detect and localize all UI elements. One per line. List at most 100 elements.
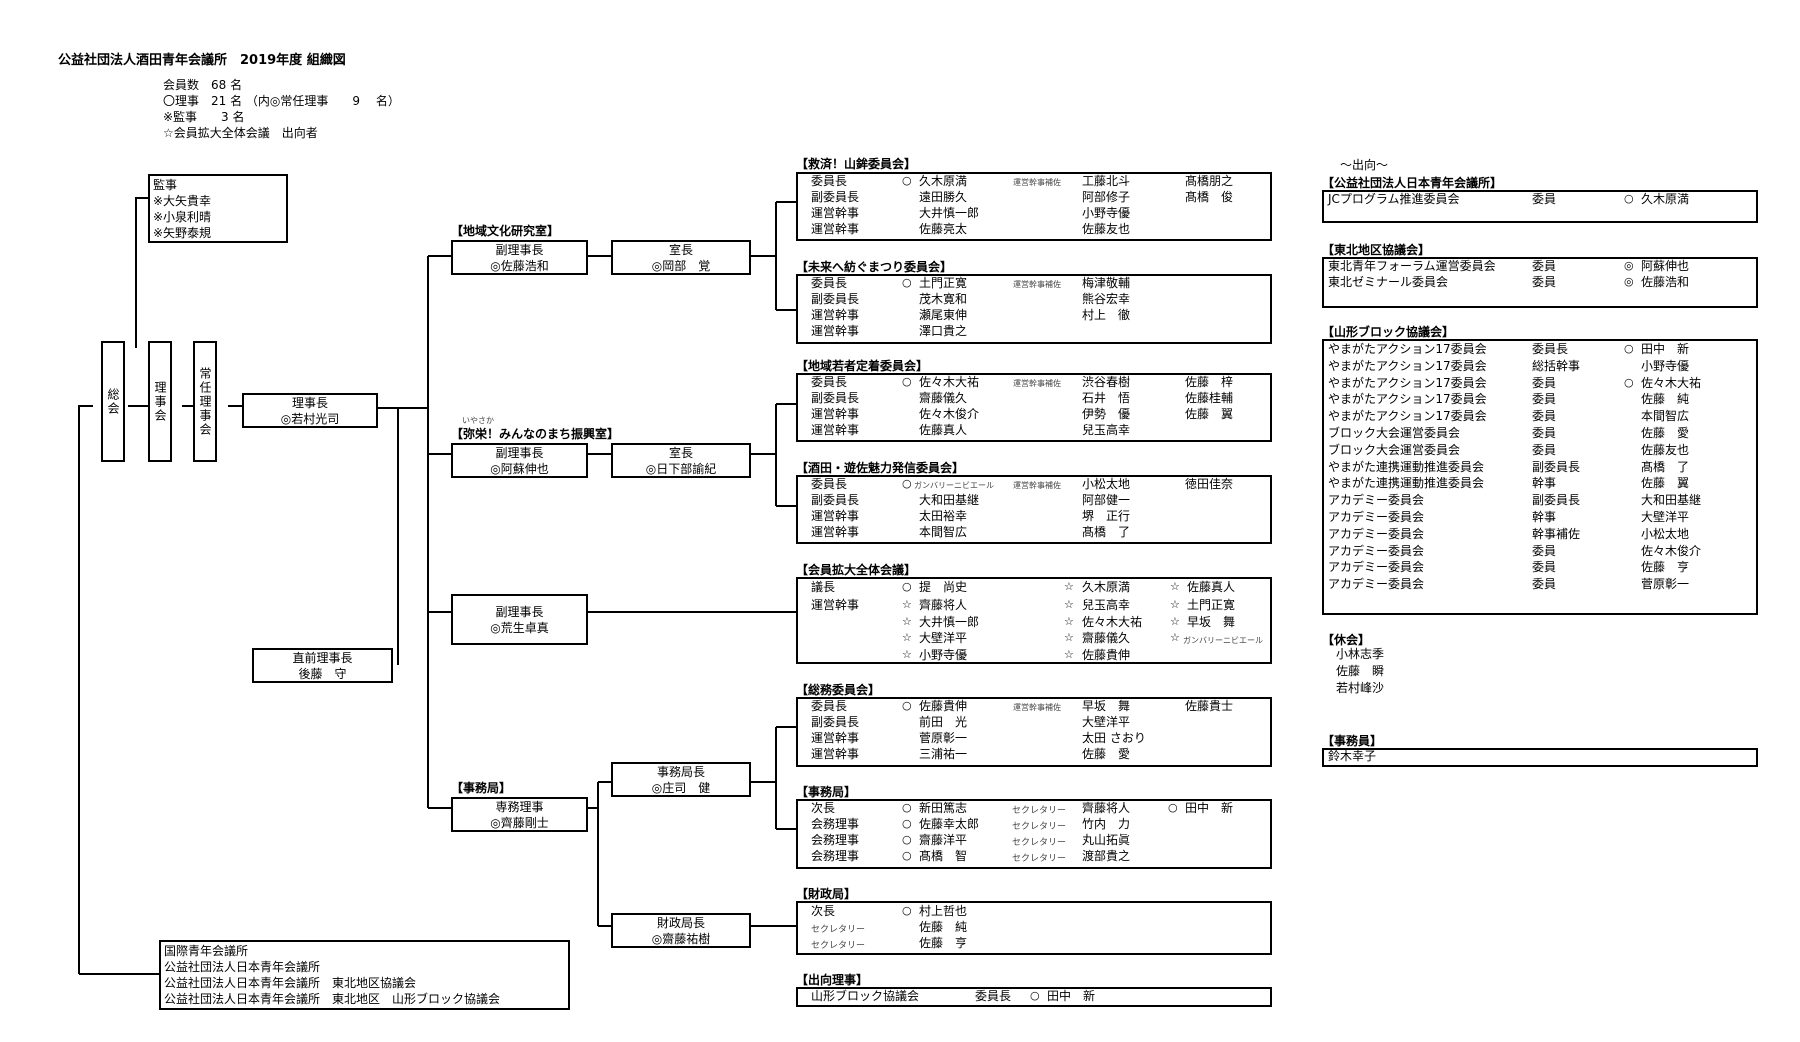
yamagata-committee: ブロック大会運営委員会 — [1328, 426, 1461, 440]
star-mark: ☆ — [902, 615, 912, 628]
yamagata-name: 髙橋 了 — [1641, 459, 1690, 474]
c2-role: 副委員長 — [811, 292, 860, 306]
yamagata-role: 委員 — [1532, 392, 1557, 407]
finance-chief-name: ◎齋藤祐樹 — [651, 931, 711, 946]
c7-name: 佐藤幸太郎 — [919, 817, 980, 831]
c6-member: 太田 さおり — [1082, 731, 1146, 745]
c9-role: 委員長 — [975, 989, 1012, 1003]
c5-header: 【会員拡大全体会議】 — [796, 563, 917, 577]
director-mark: ○ — [1030, 989, 1040, 1002]
c7-member: 竹内 力 — [1082, 817, 1131, 831]
director-mark: ○ — [902, 817, 912, 830]
c7-header: 【事務局】 — [796, 785, 857, 799]
lab2-header: 【弥栄！みんなのまち振興室】 — [451, 427, 620, 441]
c8-role: 次長 — [811, 904, 836, 918]
c7-sec-label: セクレタリー — [1012, 838, 1067, 848]
star-mark: ☆ — [1170, 598, 1180, 611]
yamagata-role: 委員 — [1532, 426, 1557, 440]
c3-role: 委員長 — [811, 375, 848, 389]
auditor-name: ※矢野泰規 — [153, 226, 212, 240]
yamagata-name: 田中 新 — [1641, 342, 1690, 356]
c5-member: 佐々木大祐 — [1082, 615, 1143, 629]
c7-member: 齊藤将人 — [1082, 801, 1131, 815]
director-mark: ○ — [902, 375, 912, 388]
c2-header: 【未来へ紡ぐまつり委員会】 — [796, 260, 953, 274]
c5-box — [796, 577, 1272, 664]
tohoku-name: 阿蘇伸也 — [1641, 259, 1690, 273]
yamagata-committee: アカデミー委員会 — [1328, 510, 1425, 524]
c1-name: 大井慎一郎 — [919, 206, 980, 220]
c4-role: 運営幹事 — [811, 525, 860, 539]
lab1-header: 【地域文化研究室】 — [451, 224, 560, 238]
c1-role: 委員長 — [811, 174, 848, 188]
c4-name: 太田裕幸 — [919, 509, 968, 523]
lab1-vp-title: 副理事長 — [495, 242, 544, 257]
tohoku-committee: 東北青年フォーラム運営委員会 — [1328, 259, 1496, 273]
c6-role: 運営幹事 — [811, 747, 860, 761]
office-chief-name: ◎庄司 健 — [651, 780, 711, 795]
lab1-vp-name: ◎佐藤浩和 — [490, 258, 549, 273]
c6-member: 早坂 舞 — [1082, 699, 1131, 713]
c1-name: 久木原満 — [919, 174, 968, 188]
c5-role: 運営幹事 — [811, 598, 860, 612]
yamagata-committee: やまがたアクション17委員会 — [1328, 375, 1487, 390]
yamagata-committee: やまがたアクション17委員会 — [1328, 409, 1487, 424]
yamagata-mark: ○ — [1624, 375, 1634, 389]
jc-committee: JCプログラム推進委員会 — [1328, 192, 1460, 206]
leave-member: 佐藤 瞬 — [1336, 664, 1385, 678]
c3-assist-label: 運営幹事補佐 — [1013, 379, 1061, 388]
c5-member: 小野寺優 — [919, 648, 968, 662]
c2-role: 運営幹事 — [811, 308, 860, 322]
c1-member: 髙橋朋之 — [1185, 174, 1234, 188]
c6-role: 副委員長 — [811, 715, 860, 729]
yamagata-committee: やまがたアクション17委員会 — [1328, 342, 1487, 356]
yamagata-role: 幹事 — [1532, 510, 1557, 524]
c6-member: 佐藤貴士 — [1185, 699, 1234, 713]
tohoku-name: 佐藤浩和 — [1641, 275, 1690, 289]
external-org: 公益社団法人日本青年会議所 — [164, 960, 321, 974]
tohoku-header: 【東北地区協議会】 — [1322, 243, 1431, 257]
c5-member: 大壁洋平 — [919, 631, 968, 645]
jc-name: 久木原満 — [1641, 192, 1690, 206]
c7-name: 髙橋 智 — [919, 849, 968, 863]
auditor-box: 監事 ※大矢貴幸 ※小泉利晴 ※矢野泰規 — [148, 174, 288, 243]
yamagata-role: 委員長 — [1532, 342, 1569, 356]
c5-member: 早坂 舞 — [1187, 615, 1236, 629]
c3-name: 佐々木俊介 — [919, 407, 980, 421]
c4-name: 本間智広 — [919, 525, 968, 539]
auditor-count: ※監事 3 名 — [163, 110, 245, 124]
director-mark: ○ — [902, 833, 912, 846]
star-mark: ☆ — [1064, 580, 1074, 593]
finance-chief-title: 財政局長 — [656, 915, 705, 930]
board-box: 理事会 — [148, 341, 172, 462]
c1-member: 阿部修子 — [1082, 190, 1131, 204]
c1-header: 【救済！山鉾委員会】 — [796, 157, 917, 171]
c2-name: 瀬尾東伸 — [919, 308, 968, 322]
yamagata-committee: アカデミー委員会 — [1328, 543, 1425, 558]
past-president-name: 後藤 守 — [298, 666, 347, 681]
past-president-title: 直前理事長 — [292, 650, 353, 665]
office-chief-title: 事務局長 — [656, 764, 705, 779]
standing-mark: ◎ — [1624, 259, 1634, 272]
auditor-title: 監事 — [153, 178, 178, 192]
yamagata-role: 委員 — [1532, 543, 1557, 558]
c6-member: 大壁洋平 — [1082, 715, 1131, 729]
director-mark: ○ — [902, 580, 912, 593]
president-box: 理事長◎若村光司 — [242, 393, 378, 428]
c4-header: 【酒田・遊佐魅力発信委員会】 — [796, 461, 965, 475]
clerk-header: 【事務員】 — [1322, 734, 1383, 748]
c7-member: 渡部貴之 — [1082, 849, 1131, 863]
director-mark: ○ — [1168, 801, 1178, 814]
exec-director-name: ◎齊藤剛士 — [490, 815, 549, 830]
yamagata-box — [1322, 339, 1758, 615]
c5-member: 齊藤将人 — [919, 598, 968, 612]
c1-member: 小野寺優 — [1082, 206, 1131, 220]
director-mark: ○ — [902, 801, 912, 814]
star-mark: ☆ — [1170, 580, 1180, 593]
c1-member: 髙橋 俊 — [1185, 190, 1234, 204]
vp3-title: 副理事長 — [495, 604, 544, 619]
c5-member: 大井慎一郎 — [919, 615, 980, 629]
c2-role: 運営幹事 — [811, 324, 860, 338]
lab2-vp-name: ◎阿蘇伸也 — [490, 461, 549, 476]
